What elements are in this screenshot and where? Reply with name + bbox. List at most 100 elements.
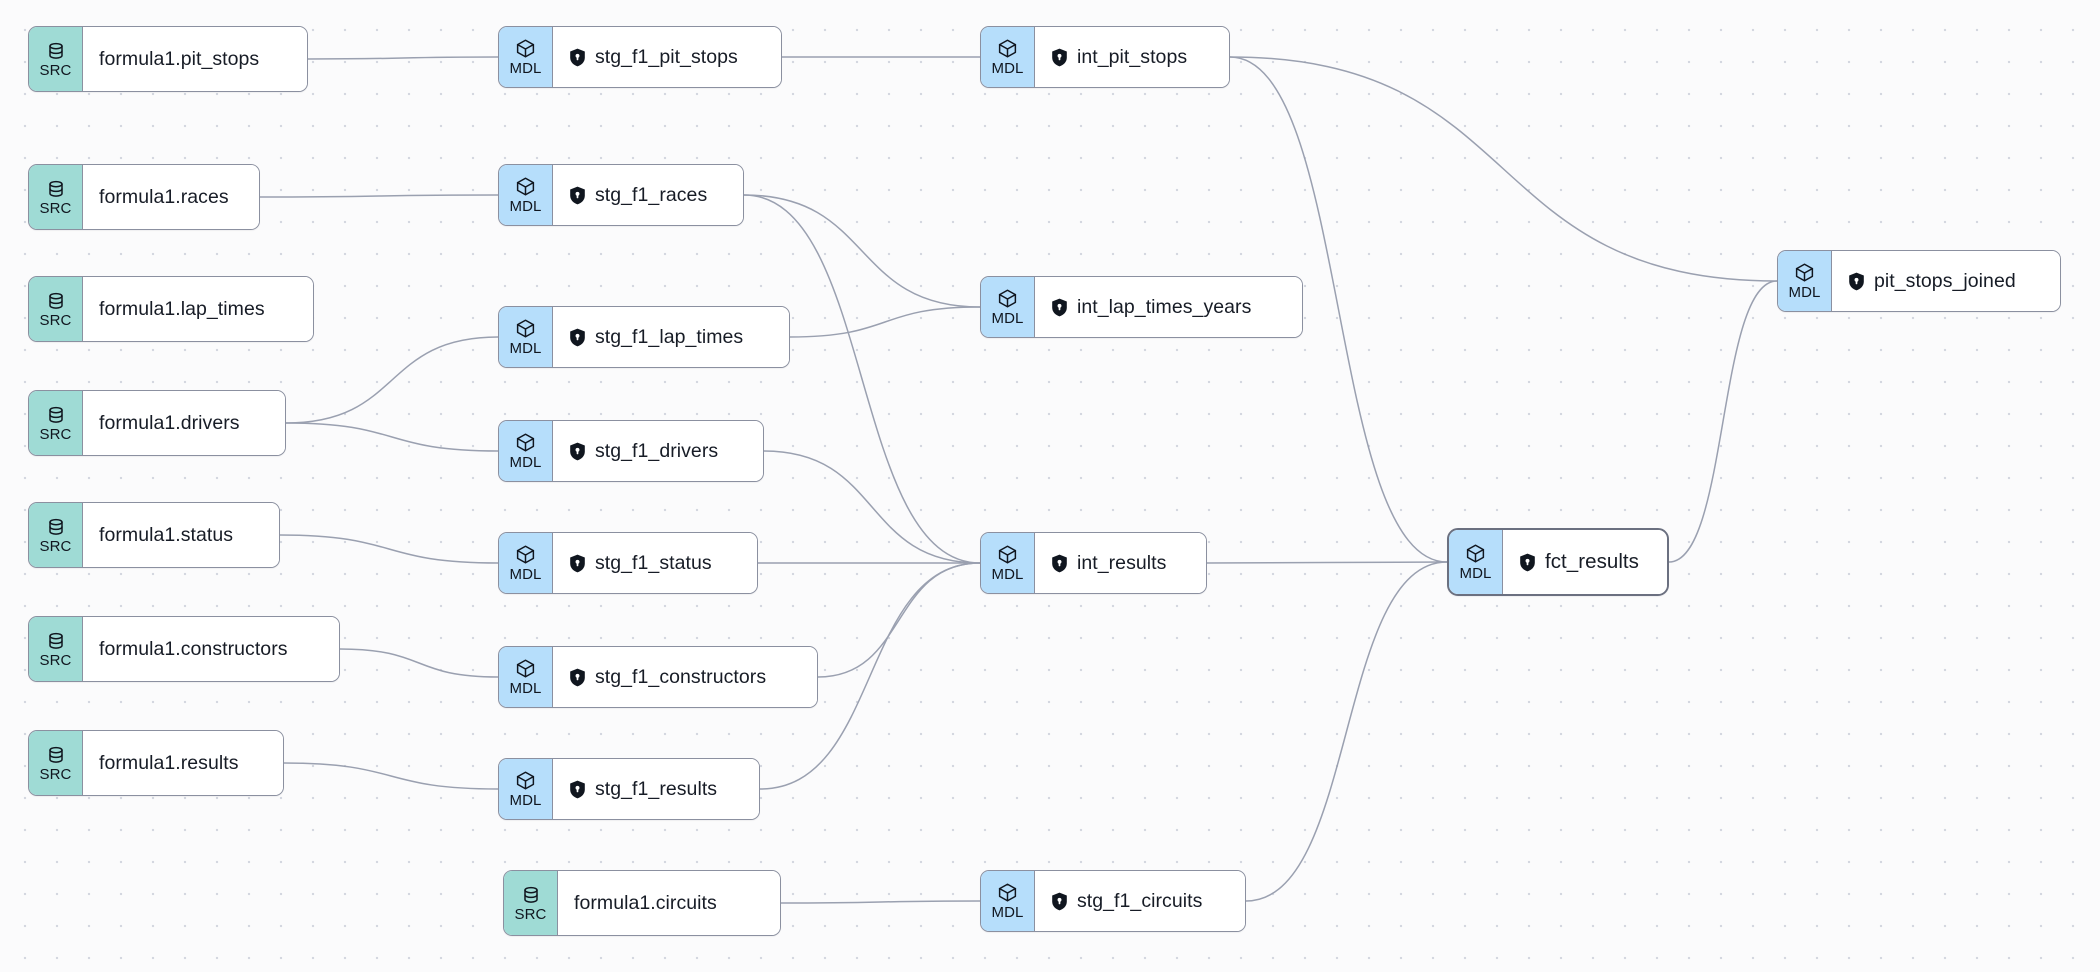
graph-edge-stg_races-to-int_results <box>743 194 981 564</box>
node-kind-badge-source: SRC <box>29 503 83 567</box>
node-label: stg_f1_lap_times <box>595 325 744 348</box>
node-kind-badge-model: MDL <box>981 533 1035 593</box>
node-kind-label: MDL <box>509 566 542 583</box>
node-kind-badge-model: MDL <box>981 277 1035 337</box>
node-kind-label: SRC <box>39 311 72 329</box>
node-label: int_results <box>1077 551 1167 574</box>
node-label: formula1.circuits <box>574 891 717 914</box>
node-body: pit_stops_joined <box>1832 251 2060 311</box>
node-label: int_pit_stops <box>1077 45 1188 68</box>
shield-icon <box>569 442 586 461</box>
node-label: pit_stops_joined <box>1874 269 2016 292</box>
shield-icon <box>1051 554 1068 573</box>
node-body: formula1.circuits <box>558 871 780 935</box>
node-kind-badge-model: MDL <box>981 27 1035 87</box>
node-kind-label: MDL <box>509 60 542 77</box>
graph-node-src_pit_stops[interactable]: SRC formula1.pit_stops <box>28 26 308 92</box>
node-kind-badge-source: SRC <box>29 27 83 91</box>
node-kind-badge-model: MDL <box>499 759 553 819</box>
graph-node-src_status[interactable]: SRC formula1.status <box>28 502 280 568</box>
node-body: int_pit_stops <box>1035 27 1229 87</box>
node-kind-badge-model: MDL <box>499 27 553 87</box>
node-kind-label: MDL <box>1459 565 1492 582</box>
node-body: formula1.races <box>83 165 259 229</box>
graph-node-pit_stops_joined[interactable]: MDL pit_stops_joined <box>1777 250 2061 312</box>
database-icon <box>46 631 66 651</box>
node-kind-badge-source: SRC <box>29 731 83 795</box>
graph-node-stg_circuits[interactable]: MDL stg_f1_circuits <box>980 870 1246 932</box>
database-icon <box>46 179 66 199</box>
node-kind-label: MDL <box>509 454 542 471</box>
node-body: fct_results <box>1503 530 1667 594</box>
graph-node-int_results[interactable]: MDL int_results <box>980 532 1207 594</box>
node-kind-label: SRC <box>39 537 72 555</box>
graph-edge-src_constructors-to-stg_constructors <box>339 648 499 678</box>
node-label: stg_f1_constructors <box>595 665 767 688</box>
node-body: stg_f1_circuits <box>1035 871 1245 931</box>
node-kind-badge-model: MDL <box>499 421 553 481</box>
node-label: formula1.lap_times <box>99 297 265 320</box>
shield-icon <box>1051 892 1068 911</box>
cube-icon <box>997 38 1018 59</box>
graph-node-stg_drivers[interactable]: MDL stg_f1_drivers <box>498 420 764 482</box>
node-kind-badge-source: SRC <box>29 277 83 341</box>
cube-icon <box>997 544 1018 565</box>
node-kind-badge-model: MDL <box>1449 530 1503 594</box>
shield-icon <box>569 780 586 799</box>
database-icon <box>46 405 66 425</box>
node-label: fct_results <box>1545 550 1639 573</box>
node-kind-badge-source: SRC <box>29 391 83 455</box>
node-kind-label: MDL <box>991 904 1024 921</box>
cube-icon <box>515 770 536 791</box>
graph-node-src_circuits[interactable]: SRC formula1.circuits <box>503 870 781 936</box>
shield-icon <box>1051 298 1068 317</box>
node-label: formula1.results <box>99 751 239 774</box>
node-kind-label: SRC <box>514 905 547 923</box>
shield-icon <box>1051 48 1068 67</box>
cube-icon <box>997 288 1018 309</box>
node-body: stg_f1_constructors <box>553 647 817 707</box>
graph-edge-src_races-to-stg_races <box>259 194 499 198</box>
node-kind-label: SRC <box>39 61 72 79</box>
database-icon <box>46 291 66 311</box>
node-kind-badge-model: MDL <box>981 871 1035 931</box>
graph-node-stg_status[interactable]: MDL stg_f1_status <box>498 532 758 594</box>
node-kind-badge-source: SRC <box>504 871 558 935</box>
graph-edge-stg_lap_times-to-int_lap_times_years <box>789 306 981 338</box>
graph-node-src_results[interactable]: SRC formula1.results <box>28 730 284 796</box>
node-kind-label: MDL <box>991 310 1024 327</box>
database-icon <box>521 885 541 905</box>
shield-icon <box>569 668 586 687</box>
node-kind-label: SRC <box>39 199 72 217</box>
cube-icon <box>515 658 536 679</box>
graph-edge-src_status-to-stg_status <box>279 534 499 564</box>
graph-node-src_races[interactable]: SRC formula1.races <box>28 164 260 230</box>
graph-node-fct_results[interactable]: MDL fct_results <box>1447 528 1669 596</box>
node-body: formula1.pit_stops <box>83 27 307 91</box>
node-body: stg_f1_lap_times <box>553 307 789 367</box>
node-body: stg_f1_drivers <box>553 421 763 481</box>
node-kind-badge-model: MDL <box>499 533 553 593</box>
graph-edge-src_drivers-to-stg_drivers <box>285 422 499 452</box>
node-kind-badge-source: SRC <box>29 165 83 229</box>
node-body: formula1.status <box>83 503 279 567</box>
shield-icon <box>569 328 586 347</box>
database-icon <box>46 745 66 765</box>
node-body: formula1.drivers <box>83 391 285 455</box>
graph-node-int_pit_stops[interactable]: MDL int_pit_stops <box>980 26 1230 88</box>
cube-icon <box>1465 543 1486 564</box>
graph-node-src_lap_times[interactable]: SRC formula1.lap_times <box>28 276 314 342</box>
node-body: stg_f1_status <box>553 533 757 593</box>
graph-edge-int_results-to-fct_results <box>1206 561 1448 564</box>
node-kind-label: MDL <box>1788 284 1821 301</box>
